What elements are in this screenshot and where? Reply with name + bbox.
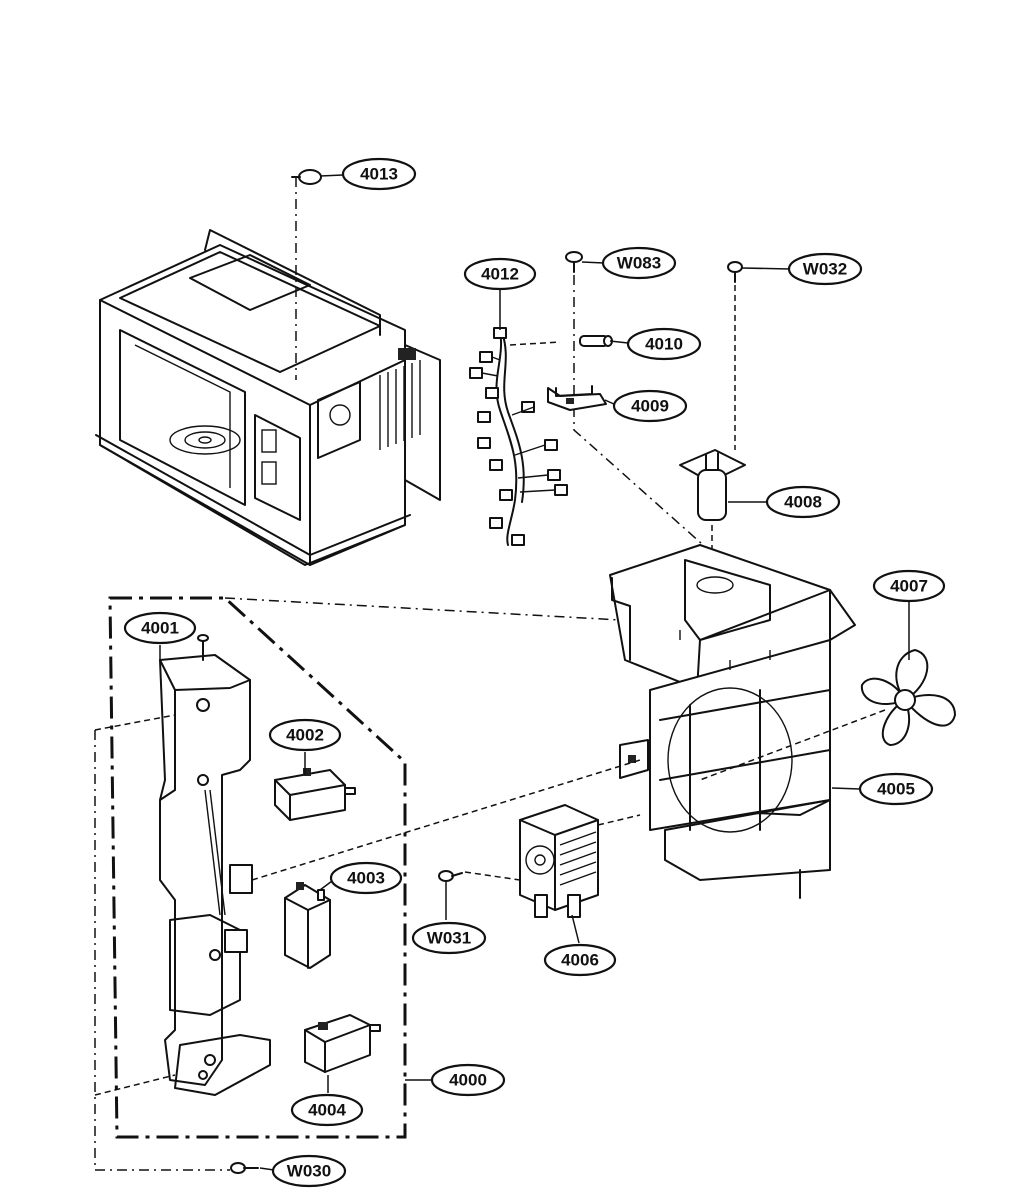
callout-4000-label: 4000 — [449, 1071, 487, 1090]
callout-4010: 4010 — [626, 327, 702, 361]
fan-motor-4006-drawing — [519, 804, 599, 918]
pin-4010-drawing — [579, 335, 613, 347]
clip-4013-drawing — [291, 169, 322, 185]
callout-4005: 4005 — [858, 772, 934, 806]
lamp-4008-drawing — [679, 449, 746, 521]
callout-w031-label: W031 — [427, 929, 471, 948]
callout-w032-label: W032 — [803, 260, 847, 279]
callout-4004-label: 4004 — [308, 1101, 346, 1120]
fan-blade-4007-drawing — [860, 649, 956, 746]
callout-4005-label: 4005 — [877, 780, 915, 799]
callout-w030: W030 — [271, 1154, 347, 1188]
screw-w030-drawing — [230, 1162, 259, 1174]
callout-4001: 4001 — [123, 611, 197, 645]
group-link-line — [224, 597, 621, 621]
callout-4012: 4012 — [463, 257, 537, 291]
motor-shaft-line — [597, 814, 641, 826]
callout-4006-label: 4006 — [561, 951, 599, 970]
callout-w083-label: W083 — [617, 254, 661, 273]
latch-bracket-4001-drawing — [159, 634, 271, 1096]
screw-w031-drawing — [438, 870, 463, 882]
callout-4007: 4007 — [872, 569, 946, 603]
callout-4008: 4008 — [765, 485, 841, 519]
group-link-line-2 — [251, 759, 641, 881]
callout-4001-label: 4001 — [141, 619, 179, 638]
switch-4002-drawing — [274, 768, 356, 821]
callout-4002-label: 4002 — [286, 726, 324, 745]
callout-w031: W031 — [411, 921, 487, 955]
callout-4008-label: 4008 — [784, 493, 822, 512]
switch-4003-drawing — [284, 882, 331, 969]
screw-w032-drawing — [727, 261, 743, 283]
callout-w032: W032 — [787, 252, 863, 286]
callout-4013-label: 4013 — [360, 165, 398, 184]
oven-cavity-drawing — [95, 229, 441, 566]
callout-4006: 4006 — [543, 943, 617, 977]
callout-4013: 4013 — [341, 157, 417, 191]
callout-w083: W083 — [601, 246, 677, 280]
air-guide-4005-drawing — [609, 544, 856, 899]
callout-4000: 4000 — [430, 1063, 506, 1097]
callout-4004: 4004 — [290, 1093, 364, 1127]
callout-4009-label: 4009 — [631, 397, 669, 416]
leader-w031-line — [464, 871, 521, 881]
leader-w030-line — [94, 730, 230, 1171]
leader-4001-ref — [94, 714, 176, 731]
bracket-4009-drawing — [547, 385, 607, 411]
callout-4012-label: 4012 — [481, 265, 519, 284]
wire-harness-drawing — [469, 327, 568, 546]
callout-4002: 4002 — [268, 718, 342, 752]
callout-4010-label: 4010 — [645, 335, 683, 354]
screw-w083-drawing — [565, 251, 583, 273]
leader-4001-ref-lower — [94, 1074, 176, 1096]
callout-4003-label: 4003 — [347, 869, 385, 888]
leader-4007-line — [699, 709, 886, 781]
switch-4004-drawing — [304, 1014, 381, 1073]
callout-w030-label: W030 — [287, 1162, 331, 1181]
leader-w083-line — [573, 275, 721, 561]
callout-4003: 4003 — [329, 861, 403, 895]
latch-board-group-frame — [108, 596, 407, 1139]
callout-4007-label: 4007 — [890, 577, 928, 596]
callout-4009: 4009 — [612, 389, 688, 423]
